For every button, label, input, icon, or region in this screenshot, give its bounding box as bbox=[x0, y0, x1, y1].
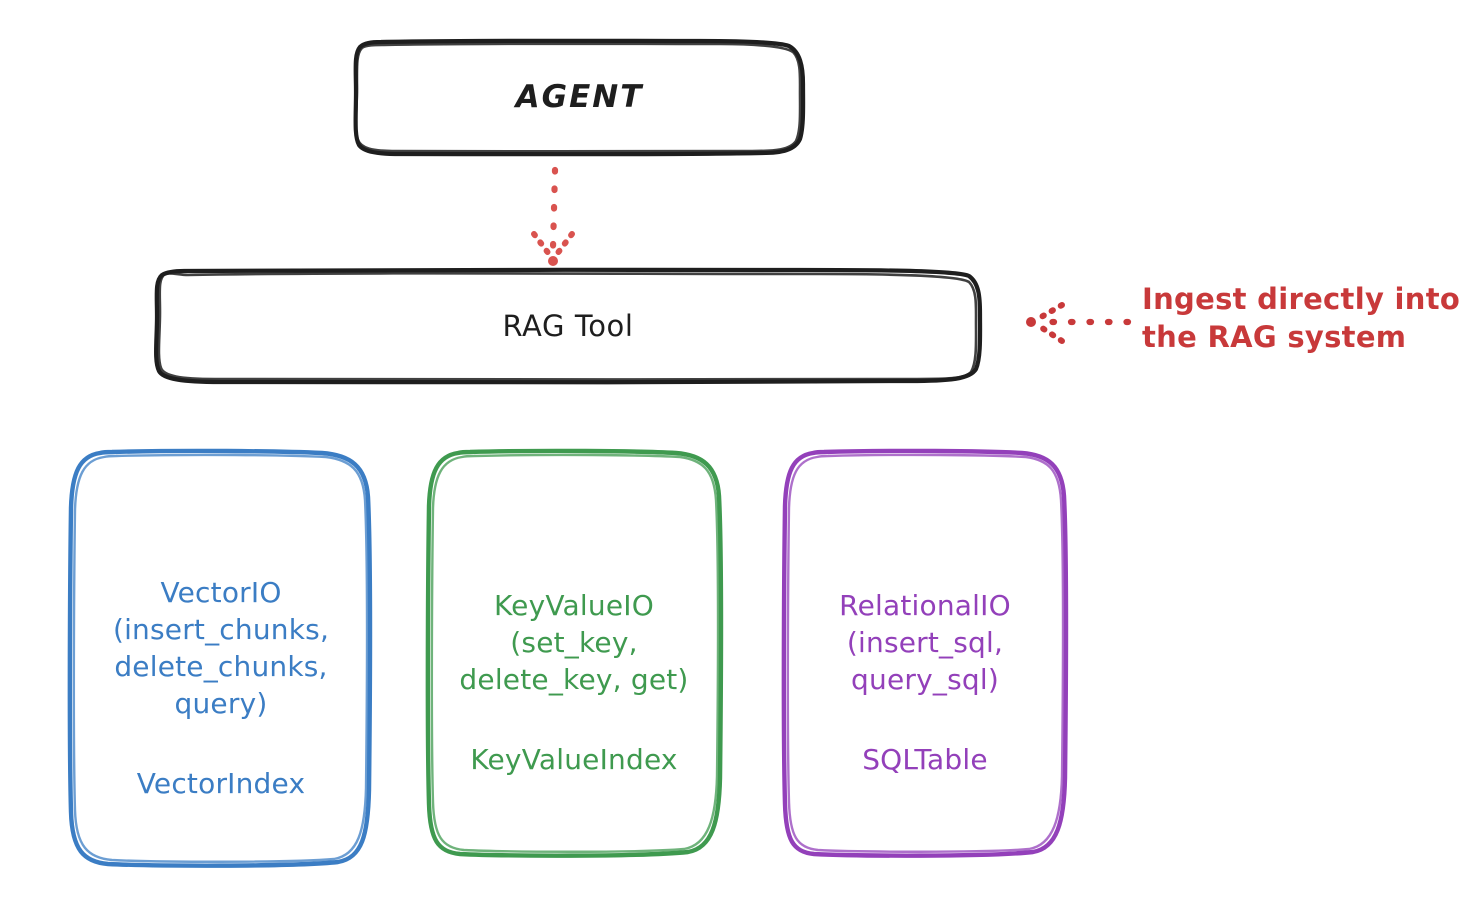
arrow-shaft bbox=[549, 166, 559, 252]
vector-io-sublabel: VectorIndex bbox=[136, 767, 306, 801]
vector-io-box-outline-second-pass bbox=[72, 453, 369, 863]
ingest-arrow-tip bbox=[1026, 317, 1036, 327]
ingest-arrow-head-top bbox=[1033, 302, 1065, 323]
ingest-annotation-text: Ingest directly into the RAG system bbox=[1142, 282, 1461, 354]
key-value-io-sublabel: KeyValueIndex bbox=[470, 743, 678, 777]
relational-io-box-outline-second-pass bbox=[786, 453, 1065, 853]
key-value-io-label: KeyValueIO (set_key, delete_key, get) bbox=[459, 588, 689, 696]
agent-node-label: AGENT bbox=[515, 79, 644, 115]
ingest-arrow-head-bottom bbox=[1033, 321, 1065, 344]
agent-node[interactable] bbox=[353, 38, 806, 157]
vector-io-box-outline bbox=[67, 448, 373, 868]
arrow-head-left bbox=[531, 231, 555, 261]
rag-tool-box-outline bbox=[154, 267, 983, 385]
agent-to-rag-tool-arrow bbox=[531, 166, 575, 266]
vector-io-label: VectorIO (insert_chunks, delete_chunks, … bbox=[112, 575, 330, 720]
relational-io-box-outline bbox=[781, 448, 1069, 858]
vector-io-label-group: VectorIO (insert_chunks, delete_chunks, … bbox=[72, 538, 370, 840]
key-value-io-box-outline-second-pass bbox=[430, 453, 720, 853]
rag-tool-node[interactable] bbox=[154, 267, 983, 385]
arrow-head-right bbox=[551, 231, 575, 261]
key-value-io-node[interactable] bbox=[425, 448, 724, 858]
relational-io-node[interactable] bbox=[781, 448, 1069, 858]
key-value-io-box-outline bbox=[425, 448, 724, 858]
relational-io-sublabel: SQLTable bbox=[862, 743, 988, 777]
key-value-io-label-group: KeyValueIO (set_key, delete_key, get) Ke… bbox=[428, 551, 720, 816]
relational-io-label: RelationalIO (insert_sql, query_sql) bbox=[839, 588, 1011, 696]
ingest-to-rag-tool-arrow bbox=[1026, 302, 1132, 344]
relational-io-label-group: RelationalIO (insert_sql, query_sql) SQL… bbox=[783, 551, 1067, 816]
agent-box-outline-second-pass bbox=[354, 42, 802, 153]
arrow-tip bbox=[548, 256, 558, 266]
rag-tool-node-label: RAG Tool bbox=[502, 309, 634, 343]
vector-io-node[interactable] bbox=[67, 448, 373, 868]
rag-tool-box-outline-second-pass bbox=[157, 272, 978, 381]
